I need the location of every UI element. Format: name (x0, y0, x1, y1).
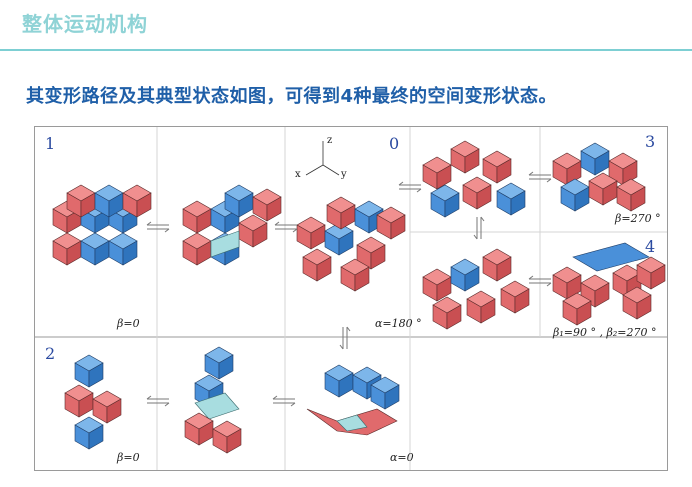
state-number-2: 2 (45, 344, 55, 363)
state-4-mechanism (422, 248, 530, 330)
axis-z: z (327, 135, 332, 146)
axis-triad: z x y (295, 135, 347, 180)
state-number-3: 3 (645, 132, 655, 151)
state-number-1: 1 (45, 134, 55, 153)
label-beta0-bottom: β=0 (116, 451, 140, 464)
deformation-figure: 1 0 3 4 2 z x y (34, 126, 668, 471)
label-beta270: β=270 ° (614, 212, 661, 225)
state-2-mechanism (64, 354, 122, 450)
label-alpha0: α=0 (390, 451, 414, 464)
arrow-2-mid (146, 395, 170, 407)
arrow-mid-0 (274, 221, 298, 233)
state-3-final-mechanism (552, 142, 646, 212)
state-1-to-0-mechanism (182, 184, 282, 266)
state-4-final-mechanism (552, 242, 666, 326)
state-1-mechanism (52, 184, 152, 266)
arrow-0-alpha0 (339, 326, 351, 350)
label-beta0-top: β=0 (116, 317, 140, 330)
axis-x: x (295, 169, 301, 180)
state-2-to-0-mechanism (184, 346, 242, 454)
axis-y: y (340, 169, 347, 180)
page-subtitle: 其变形路径及其典型状态如图，可得到4种最终的空间变形状态。 (26, 86, 558, 107)
arrow-3a-4a (473, 216, 485, 240)
state-alpha0-mechanism (306, 364, 400, 436)
state-number-0: 0 (389, 134, 399, 153)
state-number-4: 4 (645, 237, 655, 256)
deformation-diagram: 1 0 3 4 2 z x y (35, 127, 667, 470)
arrow-mid-alpha0 (272, 395, 296, 407)
arrow-1-mid (146, 221, 170, 233)
state-3-mechanism (422, 140, 526, 218)
title-underline (0, 49, 692, 51)
label-alpha180: α=180 ° (375, 317, 422, 330)
page-title: 整体运动机构 (22, 12, 148, 36)
label-beta12: β₁=90 ° , β₂=270 ° (552, 326, 656, 339)
state-0-mechanism (296, 196, 406, 292)
